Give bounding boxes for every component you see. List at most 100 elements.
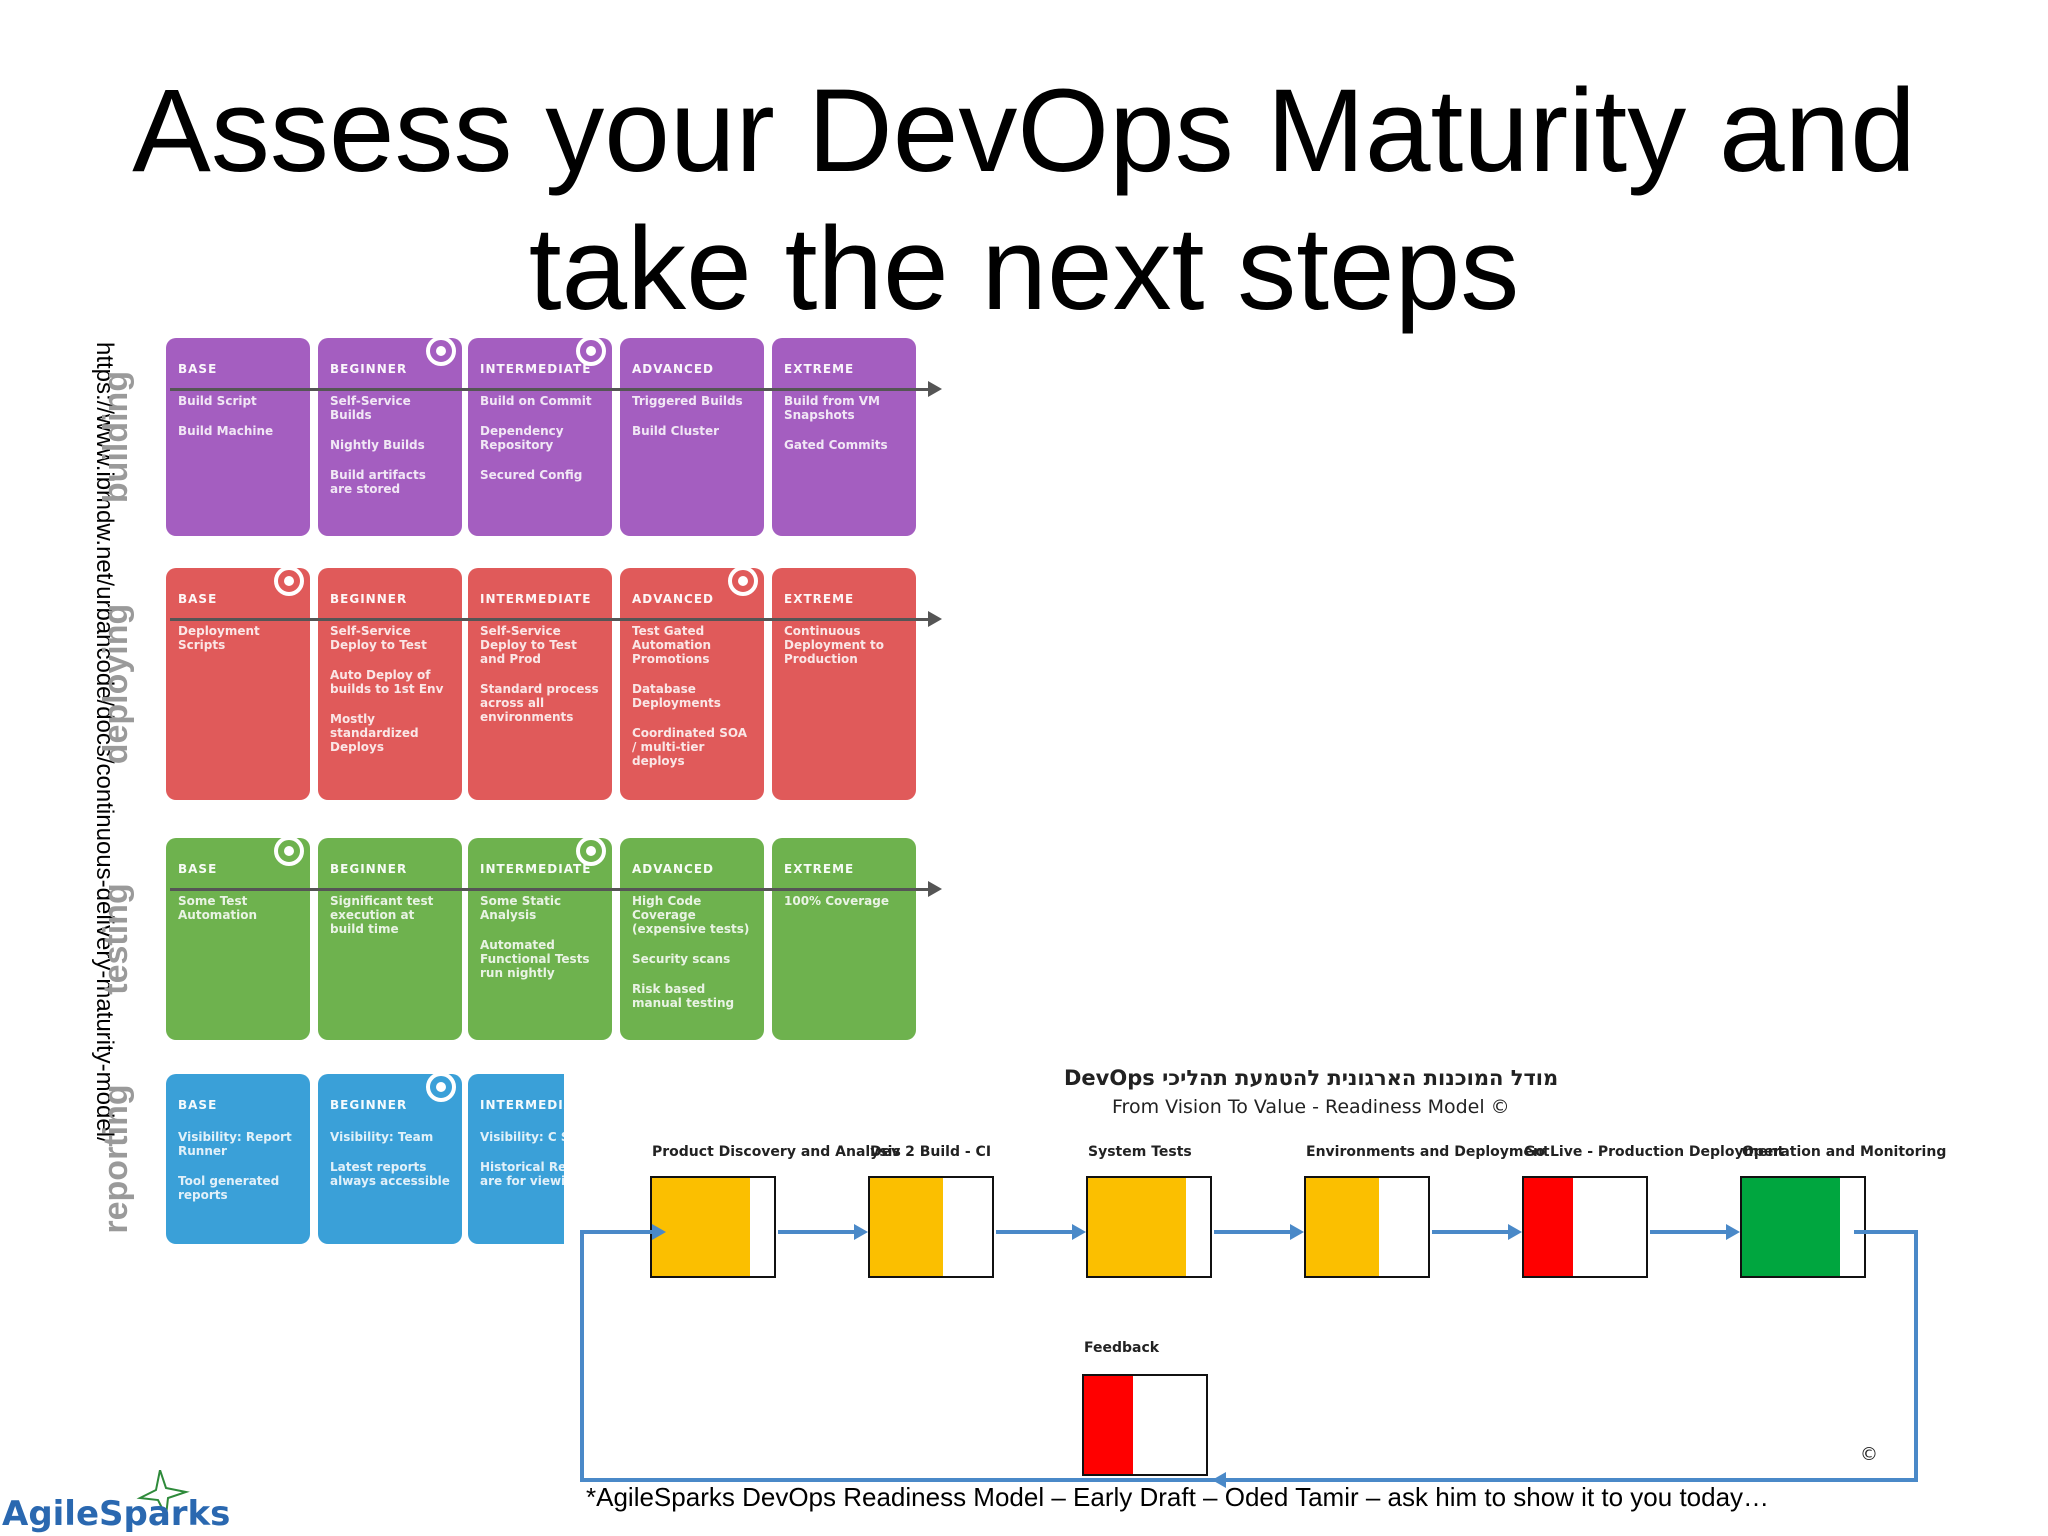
maturity-level: BEGINNER (330, 592, 408, 606)
maturity-level: INTERMEDIATE (480, 862, 592, 876)
flow-arrow-entry (652, 1224, 666, 1240)
maturity-card: BASE Deployment Scripts (166, 568, 310, 800)
stage-arrow (854, 1224, 868, 1240)
stage-fill (1524, 1178, 1573, 1276)
stage-arrow (1726, 1224, 1740, 1240)
maturity-level: BASE (178, 1098, 218, 1112)
stage-label: Environments and Deployment (1306, 1144, 1550, 1160)
maturity-item: Secured Config (480, 468, 583, 482)
stage-fill (652, 1178, 750, 1276)
maturity-item: Build from VM Snapshots (784, 394, 880, 422)
maturity-item: Latest reports always accessible (330, 1160, 450, 1188)
maturity-level: BEGINNER (330, 362, 408, 376)
logo-text: AgileSparks (2, 1494, 231, 1534)
target-icon (274, 566, 304, 596)
lane-arrow (170, 881, 942, 897)
maturity-item: Tool generated reports (178, 1174, 280, 1202)
stage-fill (1742, 1178, 1840, 1276)
maturity-level: INTERMEDIATE (480, 1098, 592, 1112)
target-icon (274, 836, 304, 866)
lane-label-reporting: reporting (97, 1084, 135, 1234)
stage-connector (996, 1230, 1074, 1234)
maturity-item: Test Gated Automation Promotions (632, 624, 712, 666)
lane-arrow (170, 381, 942, 397)
maturity-item: Visibility: Report Runner (178, 1130, 292, 1158)
target-icon (728, 566, 758, 596)
maturity-level: BASE (178, 862, 218, 876)
stage-label: Product Discovery and Analysis (652, 1144, 901, 1160)
flow-line-top-right (1854, 1230, 1918, 1234)
maturity-level: BEGINNER (330, 862, 408, 876)
readiness-model: DevOps מודל המוכנות הארגונית להטמעת תהלי… (564, 1040, 2048, 1536)
maturity-item: Self-Service Deploy to Test (330, 624, 427, 652)
maturity-item: Visibility: C Site (480, 1130, 588, 1144)
stage-fill (870, 1178, 944, 1276)
feedback-box (1082, 1374, 1208, 1476)
maturity-card: BASE Some Test Automation (166, 838, 310, 1040)
maturity-item: 100% Coverage (784, 894, 890, 908)
stage-box (1522, 1176, 1648, 1278)
stage-arrow (1508, 1224, 1522, 1240)
maturity-item: Some Test Automation (178, 894, 258, 922)
target-icon (426, 336, 456, 366)
footnote: *AgileSparks DevOps Readiness Model – Ea… (586, 1482, 1770, 1512)
maturity-item: Build Script (178, 394, 257, 408)
target-icon (576, 336, 606, 366)
stage-arrow (1072, 1224, 1086, 1240)
readiness-title-hebrew: DevOps מודל המוכנות הארגונית להטמעת תהלי… (1064, 1066, 1559, 1090)
lane-label-deploying: deploying (97, 603, 135, 765)
flow-line-left (580, 1230, 584, 1482)
maturity-item: Risk based manual testing (632, 982, 735, 1010)
maturity-level: BASE (178, 592, 218, 606)
maturity-item: Continuous Deployment to Production (784, 624, 884, 666)
maturity-level: INTERMEDIATE (480, 592, 592, 606)
maturity-item: Deployment Scripts (178, 624, 260, 652)
stage-box (1304, 1176, 1430, 1278)
feedback-fill (1084, 1376, 1133, 1474)
lane-label-building: building (97, 370, 135, 504)
stage-box (1086, 1176, 1212, 1278)
copyright-mark: © (1860, 1444, 1878, 1465)
maturity-item: Build on Commit (480, 394, 592, 408)
maturity-level: BASE (178, 362, 218, 376)
maturity-level: ADVANCED (632, 862, 715, 876)
sparkle-icon (136, 1470, 190, 1520)
maturity-card: BEGINNER Significant test execution at bu… (318, 838, 462, 1040)
stage-label: Dev 2 Build - CI (870, 1144, 992, 1160)
maturity-item: Coordinated SOA / multi-tier deploys (632, 726, 748, 768)
stage-connector (1214, 1230, 1292, 1234)
stage-arrow (1290, 1224, 1304, 1240)
maturity-item: Self-Service Builds (330, 394, 411, 422)
stage-connector (778, 1230, 856, 1234)
flow-line-right (1914, 1232, 1918, 1482)
flow-line-bottom (580, 1478, 1916, 1482)
maturity-item: Build artifacts are stored (330, 468, 426, 496)
maturity-item: Nightly Builds (330, 438, 425, 452)
maturity-item: Visibility: Team (330, 1130, 434, 1144)
stage-connector (1432, 1230, 1510, 1234)
maturity-item: Some Static Analysis (480, 894, 562, 922)
maturity-item: High Code Coverage (expensive tests) (632, 894, 750, 936)
agilesparks-logo: AgileSparks (0, 1470, 230, 1536)
stage-box (868, 1176, 994, 1278)
maturity-level: EXTREME (784, 362, 855, 376)
maturity-level: EXTREME (784, 862, 855, 876)
maturity-item: Build Cluster (632, 424, 720, 438)
maturity-item: Build Machine (178, 424, 274, 438)
stage-box (650, 1176, 776, 1278)
stage-label: Go Live - Production Deployment (1524, 1144, 1785, 1160)
maturity-item: Significant test execution at build time (330, 894, 434, 936)
stage-label: System Tests (1088, 1144, 1192, 1160)
maturity-item: Auto Deploy of builds to 1st Env (330, 668, 444, 696)
feedback-label: Feedback (1084, 1340, 1160, 1356)
slide-title: Assess your DevOps Maturity and take the… (132, 65, 1916, 335)
